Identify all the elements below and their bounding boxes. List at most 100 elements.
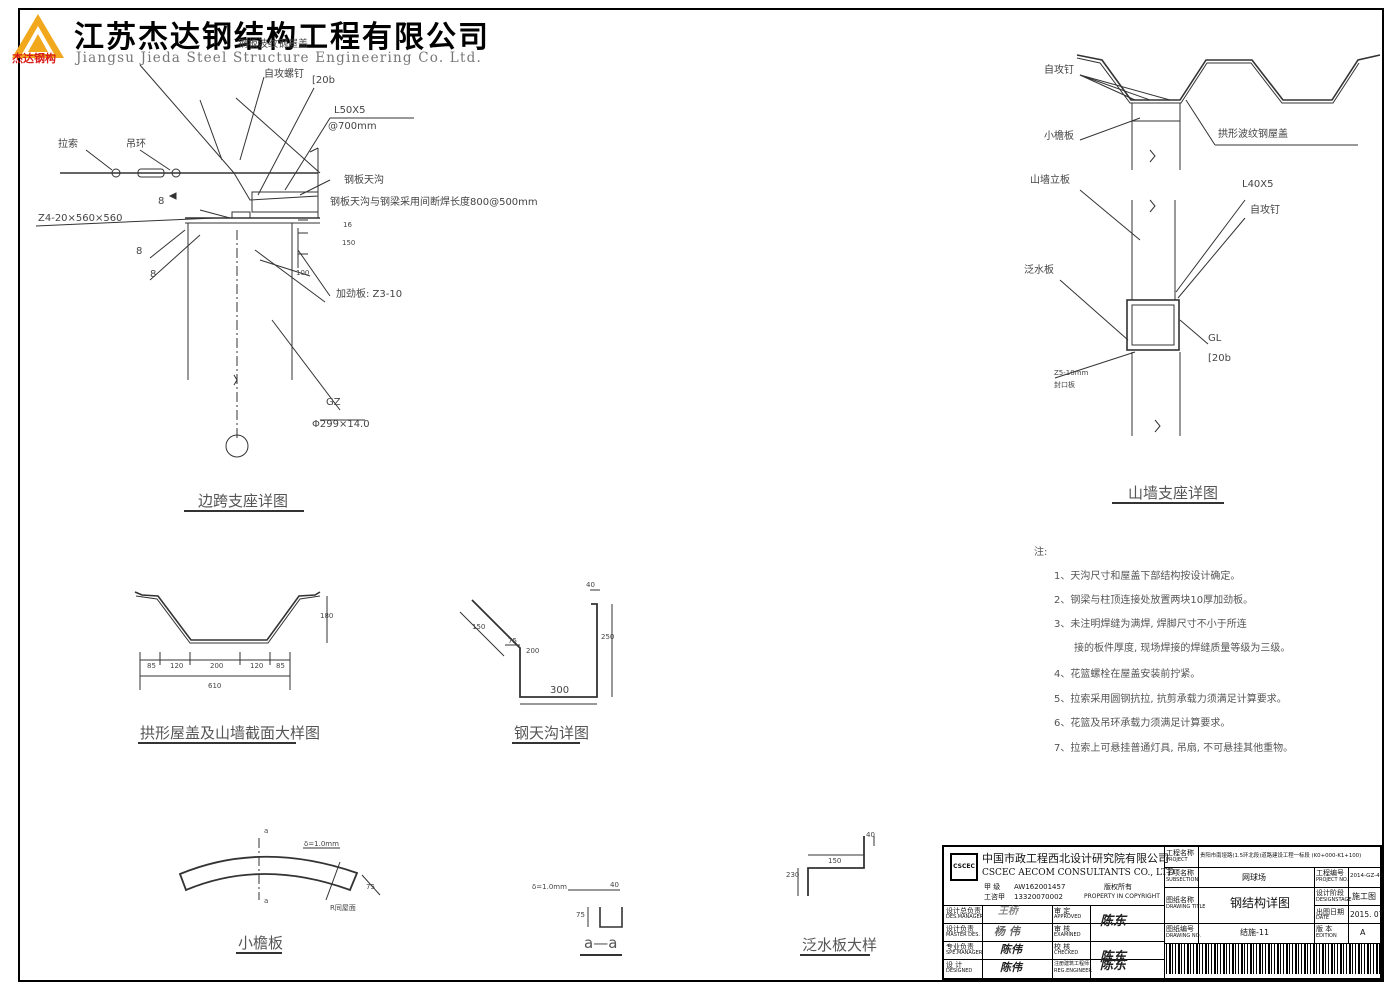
role-reg-engineer: 注册建筑工程师: [1054, 961, 1090, 967]
role-spe-manager-en: SPE.MANAGER: [946, 950, 983, 956]
edge-weld-2: 8: [136, 246, 143, 257]
project-label: 工程名称: [1166, 849, 1194, 857]
eave-board-drawing: [178, 838, 381, 901]
edge-screw-label: 自攻螺钉: [264, 69, 304, 80]
edition: A: [1360, 928, 1366, 937]
gutter-dim-step: 75: [508, 637, 517, 645]
subsection-label: 子项名称: [1166, 869, 1194, 877]
subsection-label-en: SUBSECTION: [1166, 877, 1199, 883]
signature-reg-engineer: 陈东: [1100, 958, 1127, 973]
note-item: 6、花篮及吊环承载力须满足计算要求。: [1054, 718, 1231, 729]
note-item: 7、拉索上可悬挂普通灯具, 吊扇, 不可悬挂其他重物。: [1054, 743, 1294, 754]
role-designed: 设 计: [946, 961, 963, 969]
note-item: 3、未注明焊缝为满焊, 焊脚尺寸不小于所连: [1054, 619, 1247, 630]
signature-spe-manager: 陈伟: [1000, 943, 1022, 956]
signature-des-manager: 王桥: [998, 906, 1018, 917]
eave-title-underline: [236, 952, 282, 954]
roof-profile-drawing: [134, 591, 328, 690]
cert-label: 工咨甲: [984, 893, 1005, 901]
gable-wall-panel-label: 山墙立板: [1030, 175, 1070, 186]
eave-dim: 75: [366, 883, 375, 891]
aa-thickness: δ=1.0mm: [532, 883, 567, 891]
flashing-dim-height: 230: [786, 871, 800, 879]
edge-title-underline: [184, 510, 304, 512]
note-item: 2、钢梁与柱顶连接处放置两块10厚加劲板。: [1054, 595, 1254, 606]
aa-section-title: a—a: [584, 934, 618, 952]
edge-dim-2: 150: [342, 239, 356, 247]
gable-purlin-label: 小檐板: [1044, 131, 1074, 142]
gable-gl-label: GL: [1208, 333, 1222, 344]
flashing-detail-title: 泛水板大样: [802, 936, 878, 954]
profile-dim-5: 85: [276, 662, 285, 670]
profile-height: 180: [320, 612, 334, 620]
signature-designed: 陈伟: [1000, 961, 1022, 974]
aa-section-drawing: [568, 889, 623, 928]
edge-weld-3: 8: [150, 269, 157, 280]
role-master-des-en: MASTER DES.: [946, 932, 980, 938]
grade-label: 甲 级: [984, 883, 1001, 891]
gable-screw-top-label: 自攻钉: [1044, 65, 1074, 76]
gable-support-drawing: [1054, 54, 1381, 436]
eave-thickness: δ=1.0mm: [304, 840, 339, 848]
gutter-detail-title: 钢天沟详图: [514, 724, 590, 742]
drawing-title-label-en: DRAWING TITLE: [1166, 904, 1206, 910]
grade-number: AW162001457: [1014, 883, 1066, 891]
company-name-en: Jiangsu Jieda Steel Structure Engineerin…: [76, 50, 482, 66]
role-des-manager-en: DES.MANAGER: [946, 914, 984, 920]
profile-detail-title: 拱形屋盖及山墙截面大样图: [140, 724, 321, 742]
subsection-name: 网球场: [1242, 873, 1266, 882]
gable-flashing-label: 泛水板: [1024, 265, 1054, 276]
role-spe-manager: 专业负责: [946, 943, 974, 951]
role-examined: 审 核: [1054, 925, 1071, 933]
gutter-dim-slope: 150: [472, 623, 486, 631]
edge-column-label: GZ: [326, 397, 341, 408]
company-logo-icon: [12, 14, 64, 58]
eave-axis-bottom: a: [264, 897, 269, 905]
cscec-logo-icon: CSCEC: [950, 853, 978, 881]
drawing-frame: [18, 8, 1384, 982]
gutter-drawing: [459, 589, 613, 705]
edge-support-drawing: [35, 64, 414, 458]
gable-seal-size: Z5-10mm: [1054, 369, 1089, 377]
project-name: 贵阳市南垭路(1.5环北段)道路建设工程一标段 (K0+000-K1+100): [1200, 853, 1362, 859]
eave-detail-title: 小檐板: [238, 934, 284, 952]
gable-seal-label: 封口板: [1054, 381, 1075, 389]
drawing-no-label: 图纸编号: [1166, 925, 1194, 933]
profile-dim-4: 120: [250, 662, 264, 670]
role-approved-en: APPROVED: [1054, 914, 1082, 920]
gable-screw-label: 自攻钉: [1250, 205, 1280, 216]
drawing-no-label-en: DRAWING NO.: [1166, 933, 1201, 939]
edge-detail-title: 边跨支座详图: [198, 492, 289, 510]
gable-detail-title: 山墙支座详图: [1128, 484, 1219, 502]
role-designed-en: DESIGNED: [946, 968, 973, 974]
signature-checked: 陈东: [1100, 950, 1127, 965]
role-master-des: 设计负责: [946, 925, 974, 933]
drawing-number: 结施-11: [1240, 928, 1270, 937]
aa-title-underline: [580, 954, 622, 956]
eave-axis-top: a: [264, 827, 269, 835]
flashing-title-underline: [800, 954, 870, 956]
edge-angle-spacing: @700mm: [328, 121, 377, 132]
edge-dim-1: 16: [343, 221, 352, 229]
design-stage: 施工图: [1352, 892, 1376, 901]
flashing-dim-top: 40: [866, 831, 875, 839]
aa-dim-top: 40: [610, 881, 619, 889]
company-logo-text: 杰达钢构: [12, 52, 56, 65]
gable-angle-label: L40X5: [1242, 179, 1274, 190]
edge-angle-label: L50X5: [334, 105, 366, 116]
cert-number: 13320070002: [1014, 893, 1063, 901]
title-block: CSCEC 中国市政工程西北设计研究院有限公司 CSCEC AECOM CONS…: [942, 845, 1383, 980]
eave-radius: R同屋面: [330, 904, 356, 912]
notes-heading: 注:: [1034, 547, 1048, 558]
role-des-manager: 设计总负责: [946, 907, 981, 915]
edition-label: 版 本: [1316, 925, 1333, 933]
barcode: [1166, 944, 1380, 974]
edge-stiffener-label: 加劲板: Z3-10: [336, 289, 403, 300]
role-reg-engineer-en: REG.ENGINEER: [1054, 968, 1092, 974]
note-item: 5、拉索采用圆钢抗拉, 抗剪承载力须满足计算要求。: [1054, 694, 1287, 705]
edge-weld-1: 8: [158, 196, 165, 207]
flashing-drawing: [797, 836, 875, 896]
gable-channel-label: [20b: [1208, 353, 1231, 364]
aa-dim-side: 75: [576, 911, 585, 919]
project-no-label: 工程编号: [1316, 869, 1344, 877]
